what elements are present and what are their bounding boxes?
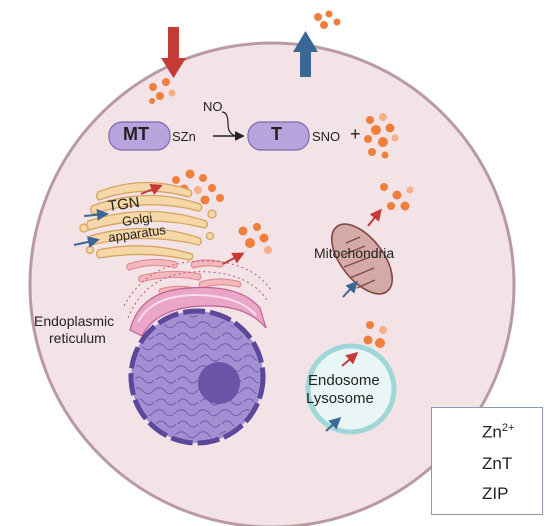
znt-export-arrow [293, 31, 318, 77]
endosome-zip-arrow [341, 352, 359, 367]
t-protein [247, 121, 310, 151]
zinc-cluster-released [364, 113, 399, 159]
er-label-line2: reticulum [49, 330, 106, 346]
lysosome-label: Lysosome [306, 390, 374, 407]
legend-zinc-superscript: 2+ [501, 422, 515, 434]
nucleolus [198, 362, 240, 404]
legend-zip-label: ZIP [482, 484, 509, 503]
zinc-cluster-outside [314, 10, 341, 29]
legend: Zn2+ ZnT ZIP [431, 407, 543, 515]
mito-zip-arrow [367, 208, 382, 227]
golgi-znt-arrow-2 [73, 236, 100, 248]
mt-protein [108, 121, 171, 151]
nucleus [128, 308, 266, 446]
endosome-vesicle [305, 343, 397, 435]
no-input-line [221, 111, 237, 137]
t-label: T [271, 124, 282, 144]
er-label-line1: Endoplasmic [34, 313, 115, 329]
mito-znt-arrow [342, 280, 359, 298]
zinc-cluster-import [149, 78, 176, 104]
legend-zinc-label: Zn2+ [482, 422, 515, 442]
mitochondria-label: Mitochondria [314, 245, 395, 261]
szn-label: SZn [172, 129, 196, 144]
mitochondrion [331, 223, 393, 295]
no-label: NO [203, 99, 223, 114]
plus-sign: + [350, 124, 361, 144]
golgi-zip-arrow [140, 183, 163, 196]
mt-label: MT [123, 124, 149, 144]
golgi-znt-arrow-1 [83, 208, 109, 221]
er-zip-arrow [222, 252, 245, 265]
endosome-label: Endosome [308, 372, 380, 389]
zip-import-arrow [161, 27, 186, 78]
zinc-cluster-er [238, 223, 272, 254]
zinc-cluster-mito [380, 183, 414, 211]
sno-label: SNO [312, 129, 341, 144]
legend-znt-label: ZnT [482, 454, 513, 473]
golgi-apparatus [79, 181, 217, 261]
endosome-znt-arrow [325, 416, 342, 432]
rough-er [123, 260, 273, 337]
